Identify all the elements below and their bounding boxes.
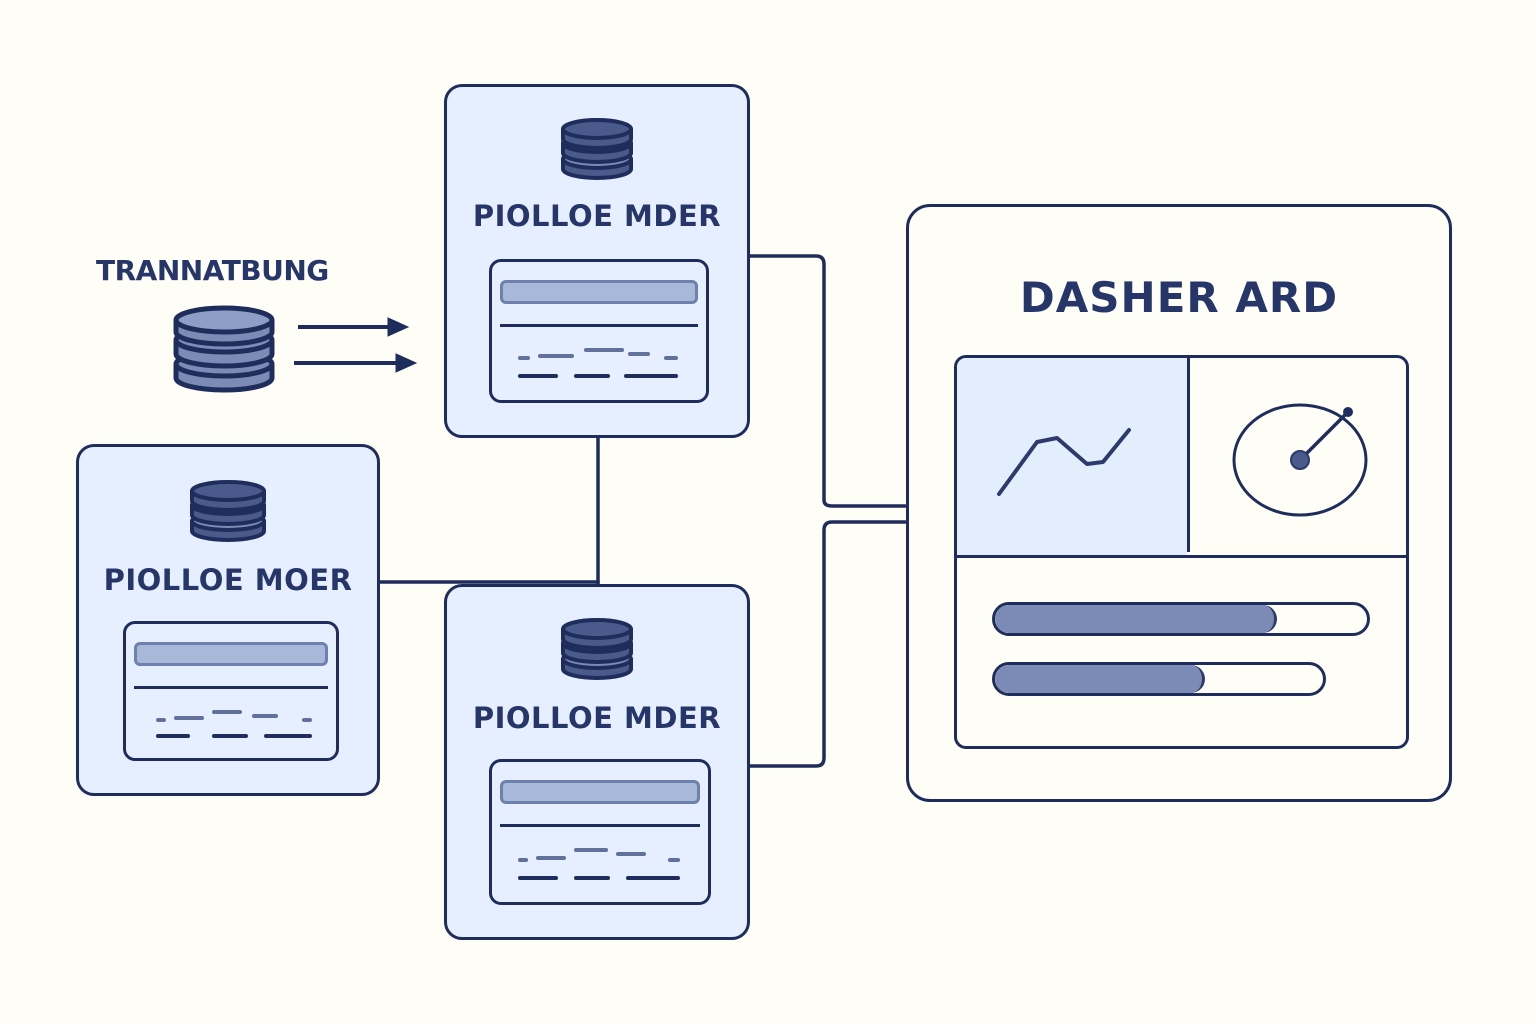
card-text-line xyxy=(574,876,610,880)
card-text-glyph xyxy=(616,852,646,856)
progress-fill-2 xyxy=(995,665,1205,693)
connector-top-to-dashboard xyxy=(748,254,907,508)
card-text-glyph xyxy=(156,718,166,722)
card-text-glyph xyxy=(518,356,530,360)
node-title: PIOLLOE MDER xyxy=(472,701,722,735)
panel-divider-horizontal xyxy=(957,555,1406,558)
source-arrows xyxy=(294,317,418,373)
source-label: TRANNATBUNG xyxy=(96,254,329,287)
card-header-bar xyxy=(500,280,698,304)
node-title: PIOLLOE MDER xyxy=(472,199,722,233)
info-card xyxy=(489,259,709,403)
card-text-glyph xyxy=(518,858,528,862)
arrow-head-2 xyxy=(395,353,418,373)
card-text-line xyxy=(518,374,558,378)
progress-bar-2 xyxy=(992,662,1326,696)
info-card xyxy=(123,621,339,761)
dashboard-title: DASHER ARD xyxy=(1019,273,1339,322)
card-text-glyph xyxy=(302,718,312,722)
line-chart-icon xyxy=(997,428,1131,496)
card-text-glyph xyxy=(664,356,678,360)
card-text-line xyxy=(574,374,610,378)
card-text-line xyxy=(624,374,678,378)
node-left[interactable]: PIOLLOE MOER xyxy=(76,444,380,796)
dashboard-window[interactable]: DASHER ARD xyxy=(906,204,1452,802)
card-text-line xyxy=(626,876,680,880)
line-chart-widget[interactable] xyxy=(957,358,1187,555)
database-icon xyxy=(561,618,633,680)
card-text-glyph xyxy=(174,716,204,720)
card-header-bar xyxy=(134,642,328,666)
card-text-glyph xyxy=(584,348,624,352)
node-top[interactable]: PIOLLOE MDER xyxy=(444,84,750,438)
card-text-glyph xyxy=(536,856,566,860)
card-text-glyph xyxy=(574,848,608,852)
source-database-icon xyxy=(173,305,275,393)
node-bottom[interactable]: PIOLLOE MDER xyxy=(444,584,750,940)
node-title: PIOLLOE MOER xyxy=(103,563,353,597)
progress-fill-1 xyxy=(995,605,1277,633)
progress-bar-1 xyxy=(992,602,1370,636)
card-text-glyph xyxy=(668,858,680,862)
card-text-glyph xyxy=(252,714,278,718)
card-divider xyxy=(500,824,700,827)
panel-divider-vertical xyxy=(1187,358,1190,552)
database-icon xyxy=(561,118,633,180)
gauge-widget[interactable] xyxy=(1190,358,1406,555)
card-text-glyph xyxy=(628,352,650,356)
connector-bottom-to-dashboard xyxy=(748,520,907,768)
info-card xyxy=(489,759,711,905)
card-text-line xyxy=(518,876,558,880)
card-text-line xyxy=(156,734,190,738)
card-divider xyxy=(134,686,328,689)
card-header-bar xyxy=(500,780,700,804)
card-text-glyph xyxy=(538,354,574,358)
gauge-icon xyxy=(1232,403,1368,517)
database-icon xyxy=(190,480,266,542)
arrow-head-1 xyxy=(387,317,410,337)
card-text-glyph xyxy=(212,710,242,714)
dashboard-panel xyxy=(954,355,1409,749)
card-divider xyxy=(500,324,698,327)
card-text-line xyxy=(212,734,248,738)
card-text-line xyxy=(264,734,312,738)
